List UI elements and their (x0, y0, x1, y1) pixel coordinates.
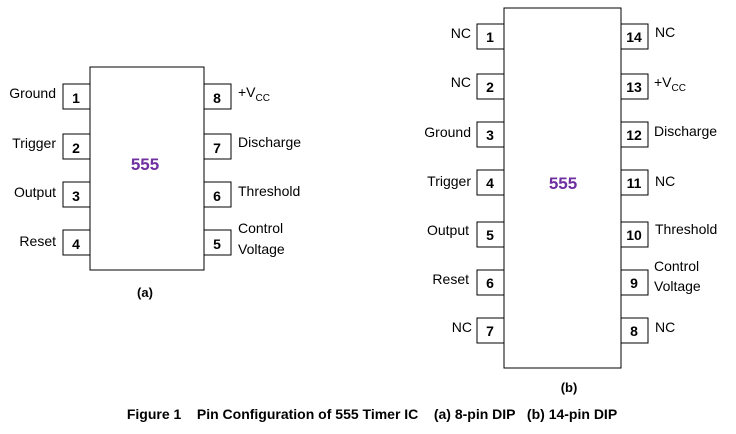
dip8-pin-1-name: Ground (9, 85, 56, 101)
dip8-pin-3: 3 Output (14, 181, 91, 208)
dip8-pin-2: 2 Trigger (12, 133, 91, 160)
dip14-pin-3-number: 3 (486, 127, 494, 143)
dip14-pin-8-number: 8 (630, 323, 638, 339)
dip14-pin-1: 1 NC (451, 23, 505, 50)
dip14-pin-14: 14 NC (620, 23, 675, 50)
dip14-pin-7-name: NC (452, 319, 472, 335)
dip8-pin-8-name: +VCC (238, 84, 270, 104)
dip14-pin-11-number: 11 (627, 175, 642, 191)
dip14-pin-12-number: 12 (626, 127, 642, 143)
dip8-diagram: 555 1 Ground 2 Trigger 3 Output 4 Reset … (9, 66, 301, 300)
dip14-pin-6-number: 6 (486, 275, 494, 291)
dip14-pin-6: 6 Reset (432, 269, 505, 296)
dip8-pin-3-number: 3 (72, 188, 80, 204)
dip8-pin-4-number: 4 (72, 236, 80, 252)
dip14-pin-7-number: 7 (486, 323, 494, 339)
dip8-pin-5-name-line2: Voltage (238, 241, 285, 257)
dip14-pin-9-number: 9 (630, 275, 638, 291)
dip8-pin-6: 6 Threshold (203, 181, 300, 208)
dip8-pin-7-name: Discharge (238, 134, 301, 150)
dip14-pin-3-name: Ground (424, 124, 471, 140)
dip8-pin-4: 4 Reset (19, 229, 91, 256)
dip14-pin-4: 4 Trigger (427, 169, 505, 196)
dip8-pin-8: 8 +VCC (203, 83, 270, 110)
dip14-pin-14-number: 14 (626, 29, 642, 45)
dip8-pin-7-number: 7 (213, 140, 221, 156)
dip14-caption: (b) (561, 380, 578, 395)
dip8-pin-6-name: Threshold (238, 183, 300, 199)
dip14-pin-9-name: Control (654, 258, 699, 274)
dip8-caption: (a) (137, 285, 153, 300)
dip14-pin-4-number: 4 (486, 175, 494, 191)
dip8-pin-2-number: 2 (72, 140, 80, 156)
dip14-pin-8: 8 NC (620, 317, 675, 344)
dip14-pin-7: 7 NC (452, 317, 505, 344)
dip8-pin-4-name: Reset (19, 233, 56, 249)
dip14-pin-11: 11 NC (620, 169, 675, 196)
dip14-chip-body (503, 7, 622, 369)
dip8-pin-5-number: 5 (213, 236, 221, 252)
dip14-pin-14-name: NC (655, 24, 675, 40)
dip14-pin-5: 5 Output (427, 221, 505, 248)
dip14-pin-2: 2 NC (451, 73, 505, 100)
dip8-pin-6-number: 6 (213, 188, 221, 204)
dip14-pin-12-name: Discharge (654, 123, 717, 139)
dip8-pin-2-name: Trigger (12, 135, 56, 151)
dip14-pin-10: 10 Threshold (620, 221, 717, 248)
dip14-pin-13-name: +VCC (654, 74, 686, 94)
dip14-pin-1-number: 1 (486, 29, 494, 45)
dip14-pin-3: 3 Ground (424, 121, 505, 148)
dip14-pin-10-name: Threshold (655, 221, 717, 237)
dip14-pin-9: 9 Control Voltage (620, 258, 701, 296)
dip14-diagram: 555 1 NC 2 NC 3 Ground 4 Trigger 5 Outpu… (424, 7, 717, 395)
dip14-pin-2-number: 2 (486, 79, 494, 95)
dip14-pin-5-name: Output (427, 222, 469, 238)
dip14-pin-13: 13 +VCC (620, 73, 686, 100)
dip8-pin-3-name: Output (14, 184, 56, 200)
dip14-chip-label: 555 (549, 174, 577, 193)
dip14-pin-1-name: NC (451, 25, 471, 41)
dip14-pin-10-number: 10 (626, 227, 642, 243)
dip14-pin-4-name: Trigger (427, 173, 471, 189)
dip14-pin-6-name: Reset (432, 271, 469, 287)
dip8-pin-8-number: 8 (213, 90, 221, 106)
dip14-pin-11-name: NC (655, 173, 675, 189)
dip8-chip-body (89, 66, 205, 271)
dip14-pin-2-name: NC (451, 74, 471, 90)
figure-caption: Figure 1 Pin Configuration of 555 Timer … (127, 406, 617, 422)
dip8-pin-5: 5 Control Voltage (203, 220, 285, 257)
dip8-pin-1-number: 1 (72, 90, 80, 106)
dip8-pin-7: 7 Discharge (203, 133, 301, 160)
dip14-pin-12: 12 Discharge (620, 121, 717, 148)
dip14-pin-8-name: NC (655, 319, 675, 335)
dip14-pin-13-number: 13 (626, 79, 642, 95)
dip8-chip-label: 555 (131, 155, 159, 174)
dip8-pin-5-name: Control (238, 220, 283, 236)
dip8-pin-1: 1 Ground (9, 83, 91, 110)
dip14-pin-9-name-line2: Voltage (654, 278, 701, 294)
dip14-pin-5-number: 5 (486, 227, 494, 243)
